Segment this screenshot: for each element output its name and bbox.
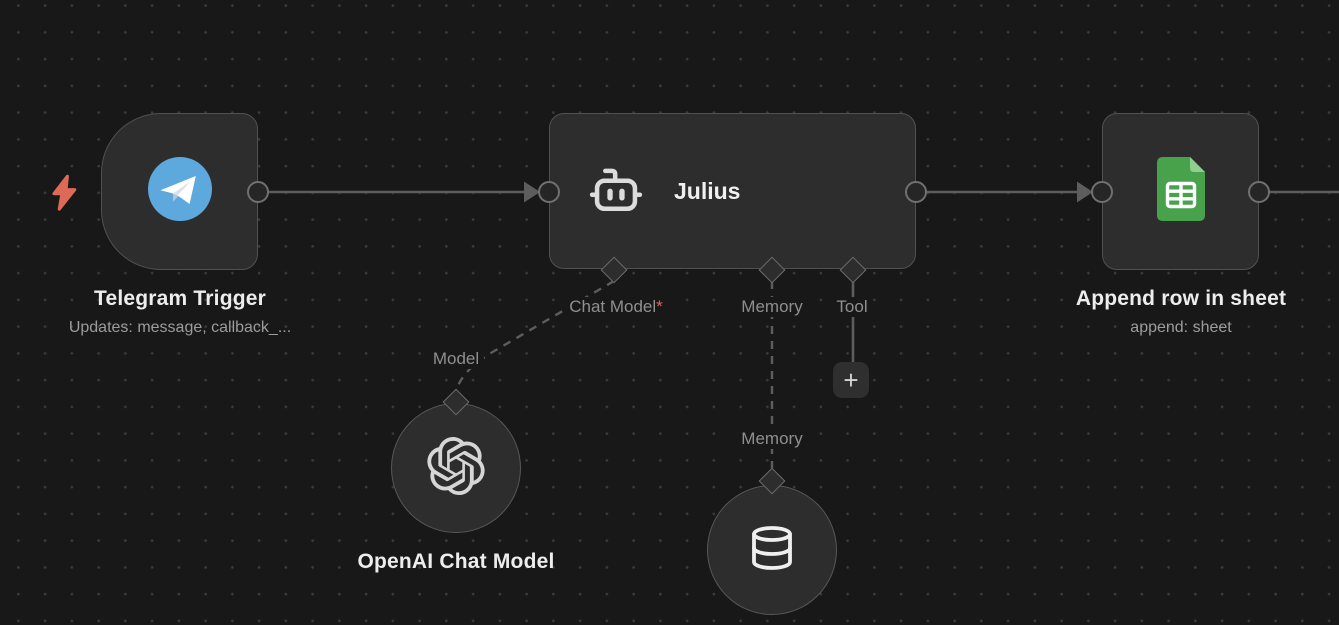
add-tool-button[interactable]: + (833, 362, 869, 398)
input-port-sheets[interactable] (1091, 181, 1113, 203)
google-sheets-icon (1156, 157, 1205, 226)
database-icon (748, 522, 796, 579)
output-port-julius[interactable] (905, 181, 927, 203)
telegram-node-label: Telegram Trigger Updates: message, callb… (69, 287, 291, 337)
model-link-label: Model (427, 349, 485, 369)
memory-port-label: Memory (736, 297, 808, 317)
telegram-node-subtitle: Updates: message, callback_... (68, 319, 292, 336)
node-openai-chat-model[interactable] (391, 403, 521, 533)
openai-node-label: OpenAI Chat Model (357, 550, 554, 574)
node-append-row-in-sheet[interactable] (1102, 113, 1259, 270)
node-julius-agent[interactable]: Julius (549, 113, 916, 269)
openai-node-title: OpenAI Chat Model (357, 550, 555, 573)
output-port-telegram[interactable] (247, 181, 269, 203)
node-telegram-trigger[interactable] (101, 113, 258, 270)
output-port-sheets[interactable] (1248, 181, 1270, 203)
robot-icon (588, 165, 644, 218)
sheets-node-title: Append row in sheet (1075, 287, 1287, 310)
arrowhead-sheets-input (1077, 181, 1093, 203)
node-memory[interactable] (707, 485, 837, 615)
sheets-node-label: Append row in sheet append: sheet (1076, 287, 1286, 337)
input-port-julius[interactable] (538, 181, 560, 203)
tool-port-label: Tool (831, 297, 873, 317)
openai-icon (427, 436, 485, 500)
julius-node-title: Julius (674, 177, 741, 204)
trigger-lightning-icon (48, 174, 80, 217)
arrowhead-julius-input (524, 181, 540, 203)
plus-icon: + (843, 365, 859, 395)
required-asterisk: * (656, 297, 663, 316)
telegram-icon (147, 157, 212, 226)
telegram-node-title: Telegram Trigger (93, 287, 267, 310)
sheets-node-subtitle: append: sheet (1130, 319, 1232, 336)
memory-link-label: Memory (736, 429, 808, 449)
chat-model-port-label: Chat Model* (564, 297, 668, 317)
